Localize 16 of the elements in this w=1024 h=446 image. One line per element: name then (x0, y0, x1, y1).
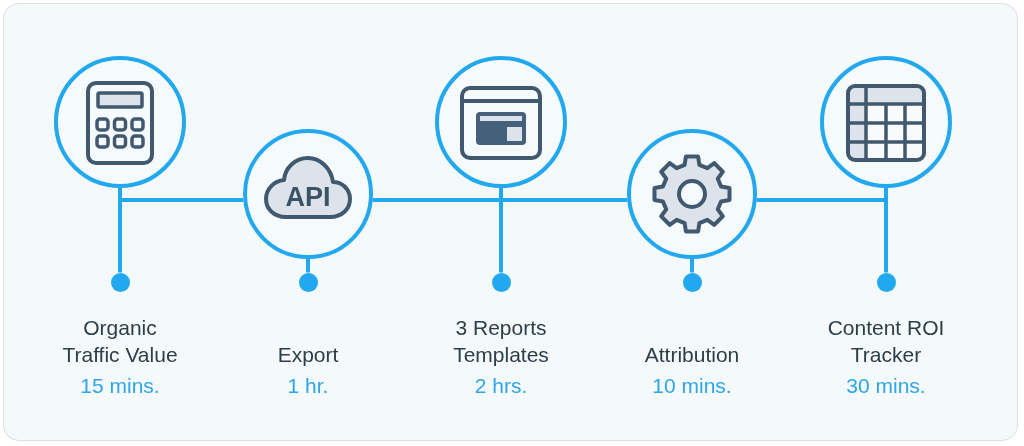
duration-label: 30 mins. (846, 373, 926, 399)
duration-label: 15 mins. (80, 373, 160, 399)
connector-line (690, 259, 694, 273)
duration-label: 2 hrs. (474, 373, 528, 399)
connector-line (306, 259, 310, 273)
step-title: Organic Traffic Value (61, 315, 179, 368)
connector-line (884, 188, 888, 273)
duration-label: 10 mins. (652, 373, 732, 399)
connector-line (499, 188, 628, 202)
connector-line (118, 188, 244, 202)
duration-label: 1 hr. (287, 373, 329, 399)
step-title: 3 Reports Templates (452, 315, 550, 368)
step-title: Attribution (644, 342, 740, 368)
step-title: Export (277, 342, 339, 368)
step-title: Content ROI Tracker (826, 315, 946, 368)
icon-label: API (285, 182, 331, 212)
